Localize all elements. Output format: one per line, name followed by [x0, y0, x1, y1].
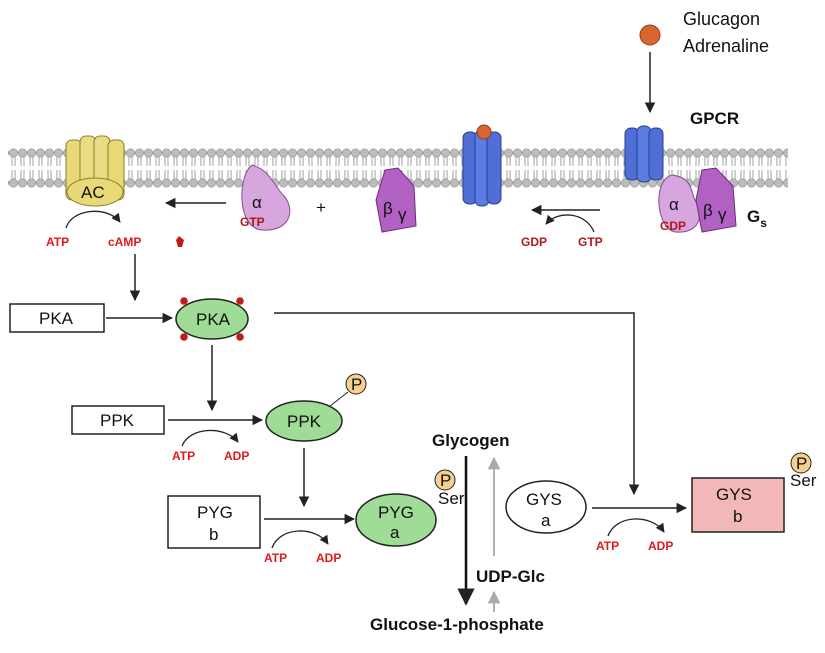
curve-ppk-atp-adp: [181, 429, 239, 447]
udpglc-label: UDP-Glc: [476, 567, 545, 586]
arrow-pka-to-gys: [274, 312, 640, 496]
pyg-phospho-circle: [434, 469, 456, 491]
ligand-label-glucagon: Glucagon: [683, 9, 760, 29]
pka-active-ellipse: [175, 298, 249, 340]
bg-beta-symbol: β: [383, 199, 393, 218]
exchange-gtp-label: GTP: [578, 235, 603, 249]
gys-atp-label: ATP: [596, 539, 619, 553]
ppk-phospho-circle: [345, 373, 367, 395]
gys-phospho-circle: [790, 452, 812, 474]
plus-sign: +: [316, 198, 326, 217]
gpcr-receptor-active: [624, 125, 664, 183]
glycogen-label: Glycogen: [432, 431, 509, 450]
gys-phospho-label: P: [796, 454, 807, 473]
gs-gdp-label: GDP: [660, 219, 686, 233]
pka-camp-dot-1: [180, 297, 188, 305]
gys-inactive-line1: GYS: [716, 485, 752, 504]
gs-label: Gs: [747, 207, 767, 230]
ppk-phospho-link: [329, 391, 349, 407]
pyg-active-ellipse: [355, 493, 437, 547]
ac-atp-label: ATP: [46, 235, 69, 249]
ppk-active-ellipse: [265, 400, 343, 442]
glucose-1-phosphate-label: Glucose-1-phosphate: [370, 615, 544, 634]
pyg-inactive-line1: PYG: [197, 503, 233, 522]
curve-gys-atp-adp: [607, 518, 665, 537]
pka-camp-dot-3: [180, 333, 188, 341]
gys-ser-label: Ser: [790, 471, 817, 490]
galpha-alpha-symbol: α: [252, 193, 262, 212]
curve-gtp-to-gdp: [545, 214, 595, 233]
gs-complex: [658, 167, 737, 233]
gpcr-receptor-bound: [462, 124, 502, 207]
pyg-phospho-label: P: [440, 471, 451, 490]
galpha-gtp-label: GTP: [240, 215, 265, 229]
gys-inactive-line2: b: [733, 507, 742, 526]
ppk-phospho-label: P: [351, 375, 362, 394]
exchange-gdp-label: GDP: [521, 235, 547, 249]
pyg-atp-label: ATP: [264, 551, 287, 565]
curve-atp-to-camp: [65, 210, 121, 229]
gys-active-ellipse: [505, 480, 587, 534]
ppk-inactive-label: PPK: [100, 411, 135, 430]
gs-beta-symbol: β: [703, 201, 713, 220]
gys-active-line1: GYS: [526, 490, 562, 509]
ppk-atp-label: ATP: [172, 449, 195, 463]
gys-adp-label: ADP: [648, 539, 673, 553]
pyg-inactive-line2: b: [209, 525, 218, 544]
gs-gamma-symbol: γ: [718, 205, 727, 224]
pka-camp-dot-4: [236, 333, 244, 341]
camp-icon: [176, 236, 184, 247]
gpcr-label: GPCR: [690, 109, 739, 128]
g-beta-gamma-subunit: [375, 167, 417, 233]
ppk-active-label: PPK: [287, 412, 322, 431]
ac-camp-label: cAMP: [108, 235, 141, 249]
pyg-inactive-box: [167, 495, 261, 549]
pka-camp-dot-2: [236, 297, 244, 305]
pka-inactive-box: [9, 303, 105, 333]
pyg-active-line1: PYG: [378, 503, 414, 522]
pka-inactive-label: PKA: [39, 309, 74, 328]
ligand-ball: [639, 24, 661, 46]
gys-active-line2: a: [541, 511, 551, 530]
ligand-label-adrenaline: Adrenaline: [683, 36, 769, 56]
pka-active-label: PKA: [196, 310, 231, 329]
bg-gamma-symbol: γ: [398, 205, 407, 224]
pyg-ser-label: Ser: [438, 489, 465, 508]
ppk-adp-label: ADP: [224, 449, 249, 463]
curve-pyg-atp-adp: [271, 530, 329, 549]
g-alpha-gtp-subunit: [241, 164, 291, 231]
pyg-adp-label: ADP: [316, 551, 341, 565]
adenylyl-cyclase: [65, 135, 125, 207]
ppk-inactive-box: [71, 405, 165, 435]
gys-inactive-box: [691, 477, 785, 533]
pyg-active-line2: a: [390, 523, 400, 542]
gs-alpha-symbol: α: [669, 195, 679, 214]
ac-label: AC: [81, 183, 105, 202]
